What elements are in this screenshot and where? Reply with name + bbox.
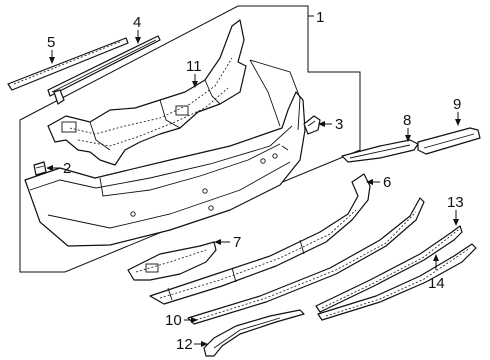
arrow-8 [405,135,411,142]
callout-14: 14 [428,275,445,292]
callout-10: 10 [165,312,182,329]
callout-4: 4 [133,14,141,31]
callout-9: 9 [453,96,461,113]
cap-3 [303,115,321,135]
callout-5: 5 [47,34,55,51]
strip-10 [187,197,425,325]
arrow-13 [453,219,459,226]
bracket-7 [127,241,217,281]
callout-11: 11 [186,58,202,75]
trim-13 [315,225,463,313]
callout-3: 3 [335,116,343,133]
reflector-9 [417,127,481,155]
arrow-6 [366,179,373,185]
arrow-5 [49,57,55,64]
arrow-12 [201,341,208,347]
assembly-outline [19,5,361,273]
arrow-3 [318,121,325,127]
reflector-8 [341,139,419,163]
callout-13: 13 [447,194,464,211]
arrow-9 [455,119,461,126]
arrow-2 [46,165,53,171]
arrow-10 [191,317,198,323]
callout-12: 12 [176,336,193,353]
strip-12 [203,309,305,357]
arrow-11 [192,81,198,88]
bumper-cover [24,59,306,247]
trim-14 [317,243,477,321]
callout-6: 6 [383,174,391,191]
clip-2 [33,161,47,176]
strip-4 [47,35,161,105]
arrow-7 [214,239,221,245]
bumper-bracket-11 [47,19,247,166]
arrow-4 [135,37,141,44]
arrow-14 [433,254,439,261]
callout-2: 2 [63,160,71,177]
callout-1: 1 [316,9,324,26]
callout-7: 7 [233,234,241,251]
strip-5 [7,37,129,91]
molding-6 [149,173,371,305]
callout-8: 8 [403,112,411,129]
